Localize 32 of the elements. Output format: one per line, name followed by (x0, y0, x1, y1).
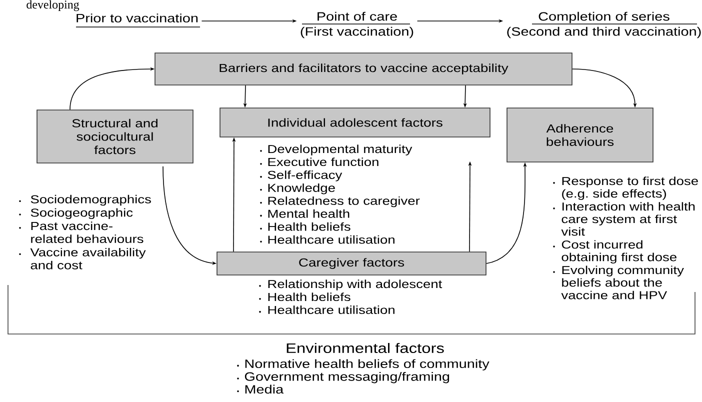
bullet-item: Cost incurred obtaining first dose (553, 240, 676, 264)
bullet-item: Media (237, 384, 284, 394)
bullet-item: Interaction with health care system at first visit (553, 202, 695, 236)
bullet-item: Developmental maturity (260, 144, 412, 156)
bullet-item: Sociodemographics (19, 194, 151, 206)
bullet-item: Knowledge (260, 184, 335, 194)
factor-box: Individual adolescent factors (220, 108, 490, 138)
bullet-item: Past vaccine-related behaviours (19, 222, 144, 244)
stage-label: Prior to vaccination (76, 14, 200, 28)
stage-label: Completion of series (Second and third vaccination) (507, 12, 701, 38)
cut-off-word: developing (26, 0, 80, 12)
stage-label: Point of care (First vaccination) (300, 12, 414, 38)
bullet-item: Executive function (260, 158, 378, 166)
bullet-item: Mental health (260, 209, 350, 218)
section-heading: Environmental factors (286, 342, 444, 354)
factor-box: Structural and sociocultural factors (36, 110, 194, 164)
bullet-item: Healthcare utilisation (259, 306, 394, 314)
bullet-item: Evolving community beliefs about the vaccine and HPV (553, 266, 684, 300)
bullet-item: Vaccine availability and cost (19, 248, 146, 270)
factor-box: Barriers and facilitators to vaccine acceptability (154, 52, 572, 86)
bullet-item: Response to first dose (e.g. side effects) (553, 176, 698, 200)
bullet-item: Relationship with adolescent (259, 280, 442, 290)
bullet-item: Government messaging/framing (237, 372, 450, 384)
bullet-item: Self-efficacy (260, 170, 342, 182)
factor-box: Caregiver factors (216, 252, 486, 276)
bullet-item: Normative health beliefs of community (237, 359, 490, 370)
bullet-item: Sociogeographic (19, 208, 133, 219)
bullet-item: Relatedness to caregiver (260, 196, 420, 208)
bullet-item: Healthcare utilisation (260, 235, 394, 244)
bullet-item: Health beliefs (259, 292, 350, 302)
bullet-item: Health beliefs (260, 222, 350, 231)
factor-box: Adherence behaviours (506, 108, 654, 162)
